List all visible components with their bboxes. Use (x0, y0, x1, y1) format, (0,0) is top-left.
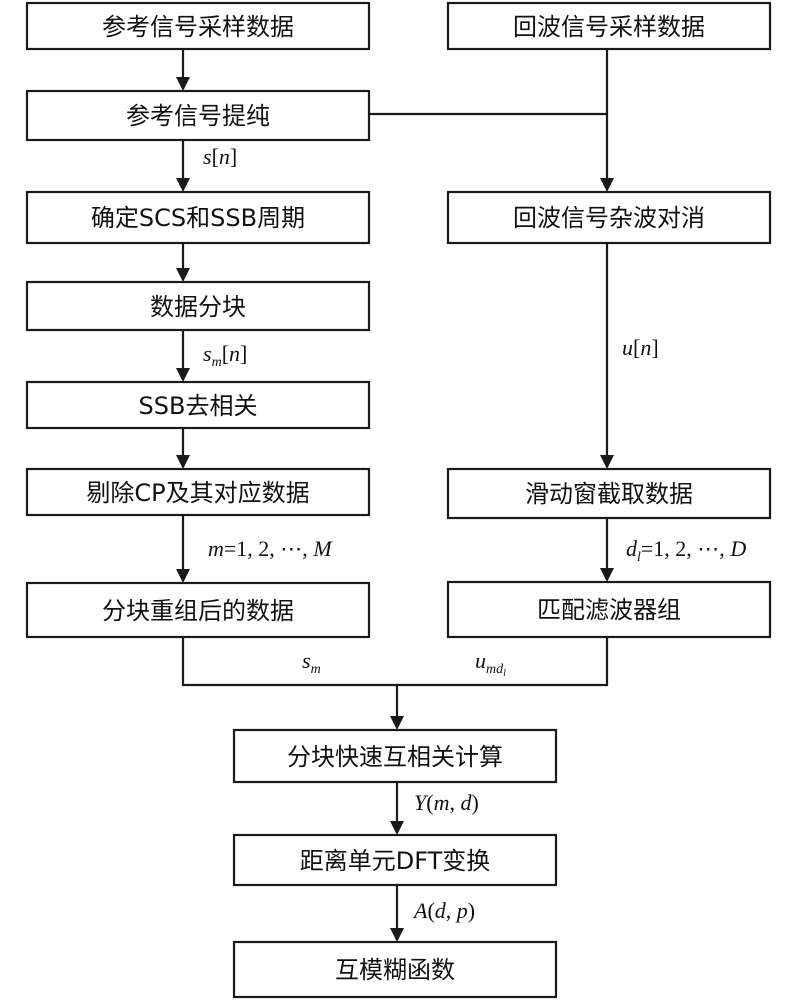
box-range-dft-label: 距离单元DFT变换 (300, 847, 491, 875)
box-ssb-decorrelate: SSB去相关 (25, 380, 371, 430)
label-m-range: m=1, 2, ⋯, M (208, 536, 333, 561)
arrowhead (600, 178, 614, 192)
arrowhead (176, 455, 190, 469)
arrowhead (600, 568, 614, 582)
label-s-m: sm (302, 648, 321, 677)
box-data-block: 数据分块 (25, 280, 371, 332)
box-ref-purify-label: 参考信号提纯 (126, 102, 270, 130)
box-sliding-window-label: 滑动窗截取数据 (525, 480, 693, 508)
arrowhead (176, 268, 190, 282)
label-y-md: Y(m, d) (414, 790, 479, 815)
box-fast-xcorr-label: 分块快速互相关计算 (287, 743, 503, 771)
connector-lines (181, 49, 609, 930)
box-cross-ambiguity-label: 互模糊函数 (335, 956, 455, 984)
box-ref-sampling: 参考信号采样数据 (25, 1, 371, 51)
arrowhead (390, 821, 404, 835)
box-remove-cp-label: 剔除CP及其对应数据 (86, 479, 309, 507)
label-sm-n: sm[n] (203, 341, 247, 370)
box-block-recombined: 分块重组后的数据 (25, 581, 371, 639)
arrowhead (600, 455, 614, 469)
arrowhead (390, 716, 404, 730)
label-a-dp: A(d, p) (412, 898, 475, 923)
box-echo-clutter-cancel-label: 回波信号杂波对消 (513, 204, 705, 232)
box-sliding-window: 滑动窗截取数据 (446, 467, 772, 520)
box-fast-xcorr: 分块快速互相关计算 (232, 728, 558, 784)
box-ref-purify: 参考信号提纯 (25, 89, 371, 142)
box-matched-filter-bank-label: 匹配滤波器组 (537, 596, 681, 624)
arrowhead (176, 77, 190, 91)
box-block-recombined-label: 分块重组后的数据 (102, 597, 294, 625)
arrowheads (176, 77, 614, 942)
box-data-block-label: 数据分块 (150, 293, 246, 321)
box-cross-ambiguity: 互模糊函数 (232, 940, 558, 999)
label-s-n: s[n] (203, 144, 237, 169)
label-u-mdl: umdl (475, 648, 506, 679)
box-scs-ssb-period-label: 确定SCS和SSB周期 (91, 204, 305, 232)
box-remove-cp: 剔除CP及其对应数据 (25, 467, 371, 517)
arrowhead (176, 178, 190, 192)
box-echo-sampling-label: 回波信号采样数据 (513, 13, 705, 41)
box-ssb-decorrelate-label: SSB去相关 (139, 392, 258, 420)
box-matched-filter-bank: 匹配滤波器组 (446, 580, 772, 639)
arrowhead (176, 569, 190, 583)
box-echo-sampling: 回波信号采样数据 (446, 1, 772, 51)
label-dl-range: dl=1, 2, ⋯, D (626, 536, 746, 565)
label-u-n: u[n] (622, 335, 659, 360)
arrowhead (390, 928, 404, 942)
box-scs-ssb-period: 确定SCS和SSB周期 (25, 190, 371, 245)
box-range-dft: 距离单元DFT变换 (232, 833, 558, 887)
arrowhead (176, 368, 190, 382)
box-ref-sampling-label: 参考信号采样数据 (102, 13, 294, 41)
box-echo-clutter-cancel: 回波信号杂波对消 (446, 190, 772, 245)
